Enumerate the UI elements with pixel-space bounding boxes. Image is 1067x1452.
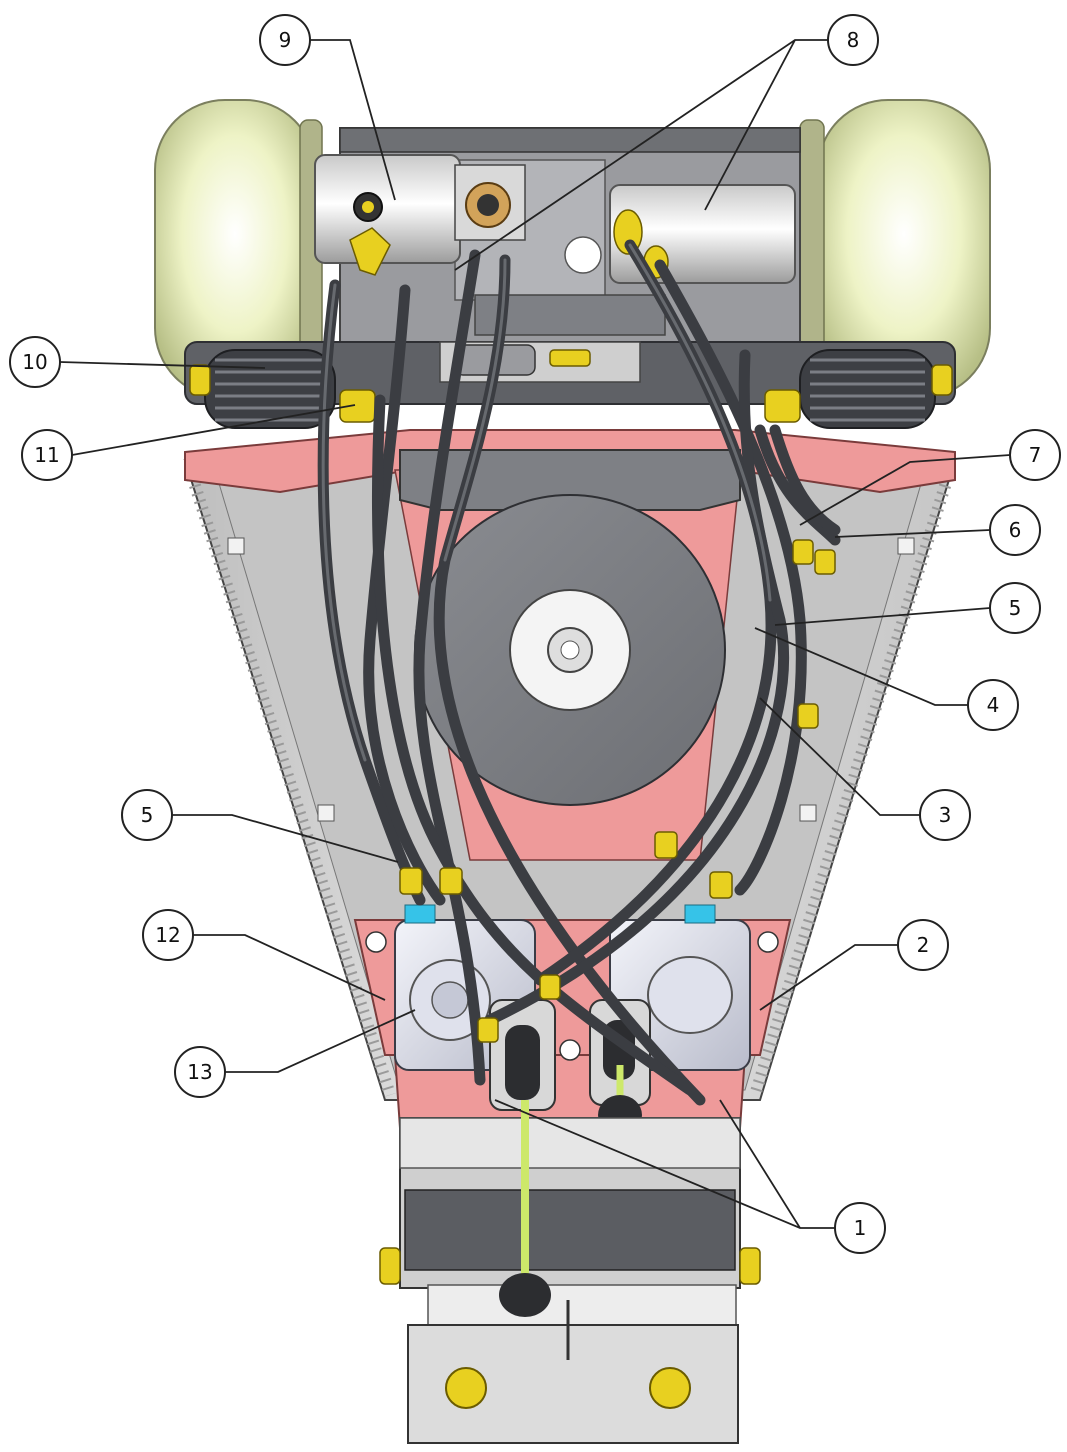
svg-text:1: 1: [854, 1216, 867, 1240]
svg-text:8: 8: [847, 28, 860, 52]
turntable-plate: [399, 449, 741, 806]
callout-2: 2: [897, 919, 949, 971]
callout-5-upper: 5: [989, 582, 1041, 634]
svg-text:13: 13: [187, 1060, 212, 1084]
svg-text:4: 4: [987, 693, 1000, 717]
callout-12: 12: [142, 909, 194, 961]
svg-text:2: 2: [917, 933, 930, 957]
hydraulic-hoses: [317, 239, 841, 1106]
leader-lines: [59, 39, 1011, 1229]
callout-9: 9: [259, 14, 311, 66]
svg-text:6: 6: [1009, 518, 1022, 542]
callout-4: 4: [967, 679, 1019, 731]
svg-text:11: 11: [34, 443, 59, 467]
callout-6: 6: [989, 504, 1041, 556]
callout-3: 3: [919, 789, 971, 841]
right-tire: [799, 99, 991, 399]
callout-7: 7: [1009, 429, 1061, 481]
svg-text:12: 12: [155, 923, 180, 947]
svg-text:5: 5: [141, 803, 154, 827]
svg-text:10: 10: [22, 350, 47, 374]
callout-11: 11: [21, 429, 73, 481]
right-coil-spring: [799, 349, 936, 429]
left-coil-spring: [204, 349, 336, 429]
svg-text:5: 5: [1009, 596, 1022, 620]
spring-mounts: [189, 364, 953, 423]
svg-text:3: 3: [939, 803, 952, 827]
valve-fitting-center: [454, 164, 526, 241]
callout-8: 8: [827, 14, 879, 66]
svg-text:9: 9: [279, 28, 292, 52]
callout-1: 1: [834, 1202, 886, 1254]
hose-fittings: [399, 349, 836, 1043]
callout-13: 13: [174, 1046, 226, 1098]
hydraulic-motor-left: [314, 154, 461, 276]
svg-text:7: 7: [1029, 443, 1042, 467]
callout-10: 10: [9, 336, 61, 388]
callout-5-lower: 5: [121, 789, 173, 841]
handle-assembly: [379, 1100, 761, 1444]
